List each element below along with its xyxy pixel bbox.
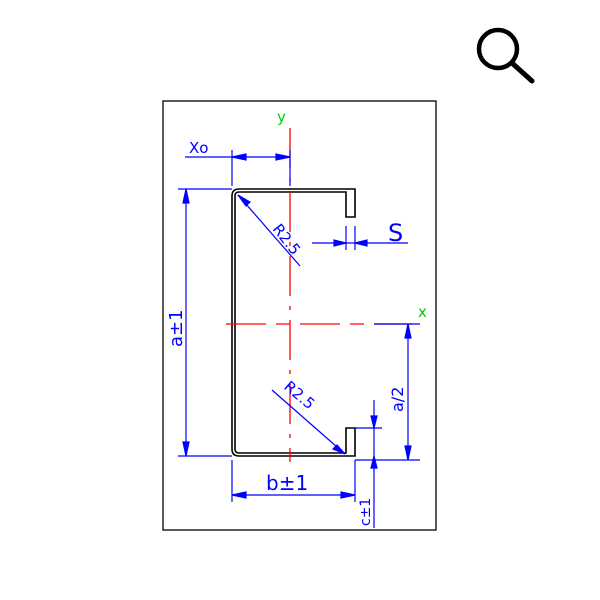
- axis-x-label: x: [418, 303, 427, 321]
- radius-top-label: R2.5: [269, 220, 304, 258]
- magnifier-icon: [476, 27, 535, 84]
- b-label: b±1: [266, 471, 308, 495]
- dimension-lines: [178, 150, 420, 528]
- drawing-frame: [162, 100, 437, 531]
- x0-label: Xo: [189, 139, 208, 157]
- zoom-button[interactable]: [468, 20, 544, 92]
- channel-profile-outer: [231, 188, 356, 457]
- radius-bottom-label: R2.5: [280, 377, 318, 413]
- a-label: a±1: [166, 309, 187, 347]
- c-label: c±1: [358, 498, 374, 526]
- half-a-label: a/2: [388, 387, 407, 412]
- s-label: S: [388, 219, 403, 247]
- axis-y-label: y: [277, 108, 286, 126]
